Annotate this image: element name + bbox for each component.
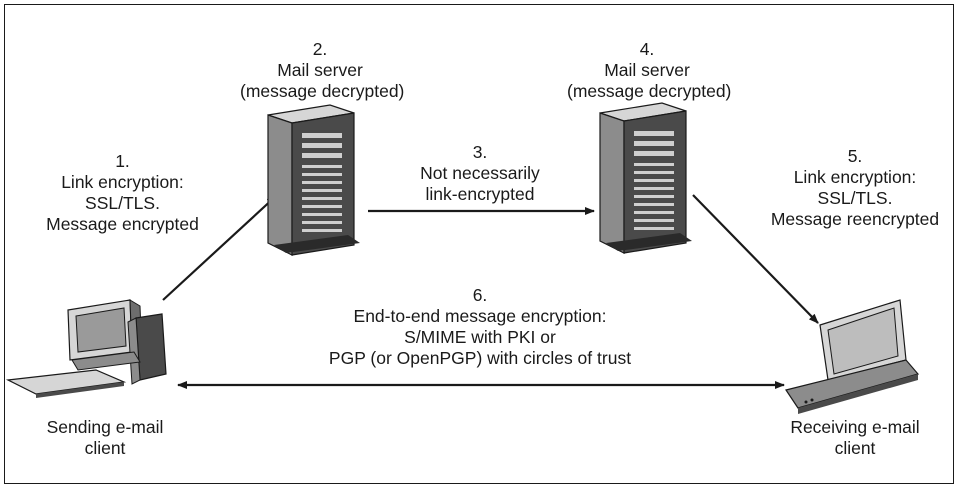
laptop-computer-icon (785, 299, 920, 414)
step-6-line-3: PGP (or OpenPGP) with circles of trust (328, 348, 632, 368)
step-4-label: 4. Mail server (message decrypted) (567, 39, 732, 102)
sender-label: Sending e-mail client (20, 417, 190, 459)
step-5-number: 5. (847, 146, 863, 166)
arrow-server2-to-receiver (692, 194, 819, 324)
step-1-line-3: Message encrypted (46, 214, 199, 234)
step-1-number: 1. (115, 151, 130, 171)
step-4-line-2: (message decrypted) (567, 81, 732, 101)
step-2-number: 2. (312, 39, 328, 59)
step-4-line-1: Mail server (604, 60, 690, 80)
step-4-number: 4. (639, 39, 655, 59)
step-2-line-1: Mail server (277, 60, 363, 80)
step-3-number: 3. (472, 142, 488, 162)
step-2-label: 2. Mail server (message decrypted) (240, 39, 405, 102)
tower-server-icon (599, 102, 692, 254)
step-1-label: 1. Link encryption: SSL/TLS. Message enc… (35, 151, 210, 235)
diagram-frame (4, 4, 954, 484)
step-6-line-2: S/MIME with PKI or (404, 327, 556, 347)
step-1-line-2: SSL/TLS. (85, 193, 160, 213)
step-5-line-1: Link encryption: (793, 167, 917, 187)
step-6-line-1: End-to-end message encryption: (353, 306, 607, 326)
step-3-line-1: Not necessarily (420, 163, 540, 183)
step-1-line-1: Link encryption: (61, 172, 184, 192)
arrow-sender-to-server1 (162, 195, 277, 301)
tower-server-icon (267, 104, 360, 256)
step-3-label: 3. Not necessarily link-encrypted (405, 142, 555, 205)
step-2-line-2: (message decrypted) (240, 81, 405, 101)
step-5-label: 5. Link encryption: SSL/TLS. Message ree… (760, 146, 950, 230)
sender-line-2: client (84, 438, 126, 458)
receiver-line-1: Receiving e-mail (790, 417, 920, 437)
desktop-computer-icon (5, 299, 167, 398)
receiver-label: Receiving e-mail client (770, 417, 940, 459)
step-6-label: 6. End-to-end message encryption: S/MIME… (300, 285, 660, 369)
step-6-number: 6. (472, 285, 488, 305)
step-5-line-2: SSL/TLS. (817, 188, 893, 208)
receiver-line-2: client (834, 438, 876, 458)
step-5-line-3: Message reencrypted (770, 209, 940, 229)
step-3-line-2: link-encrypted (425, 184, 535, 204)
sender-line-1: Sending e-mail (46, 417, 164, 437)
